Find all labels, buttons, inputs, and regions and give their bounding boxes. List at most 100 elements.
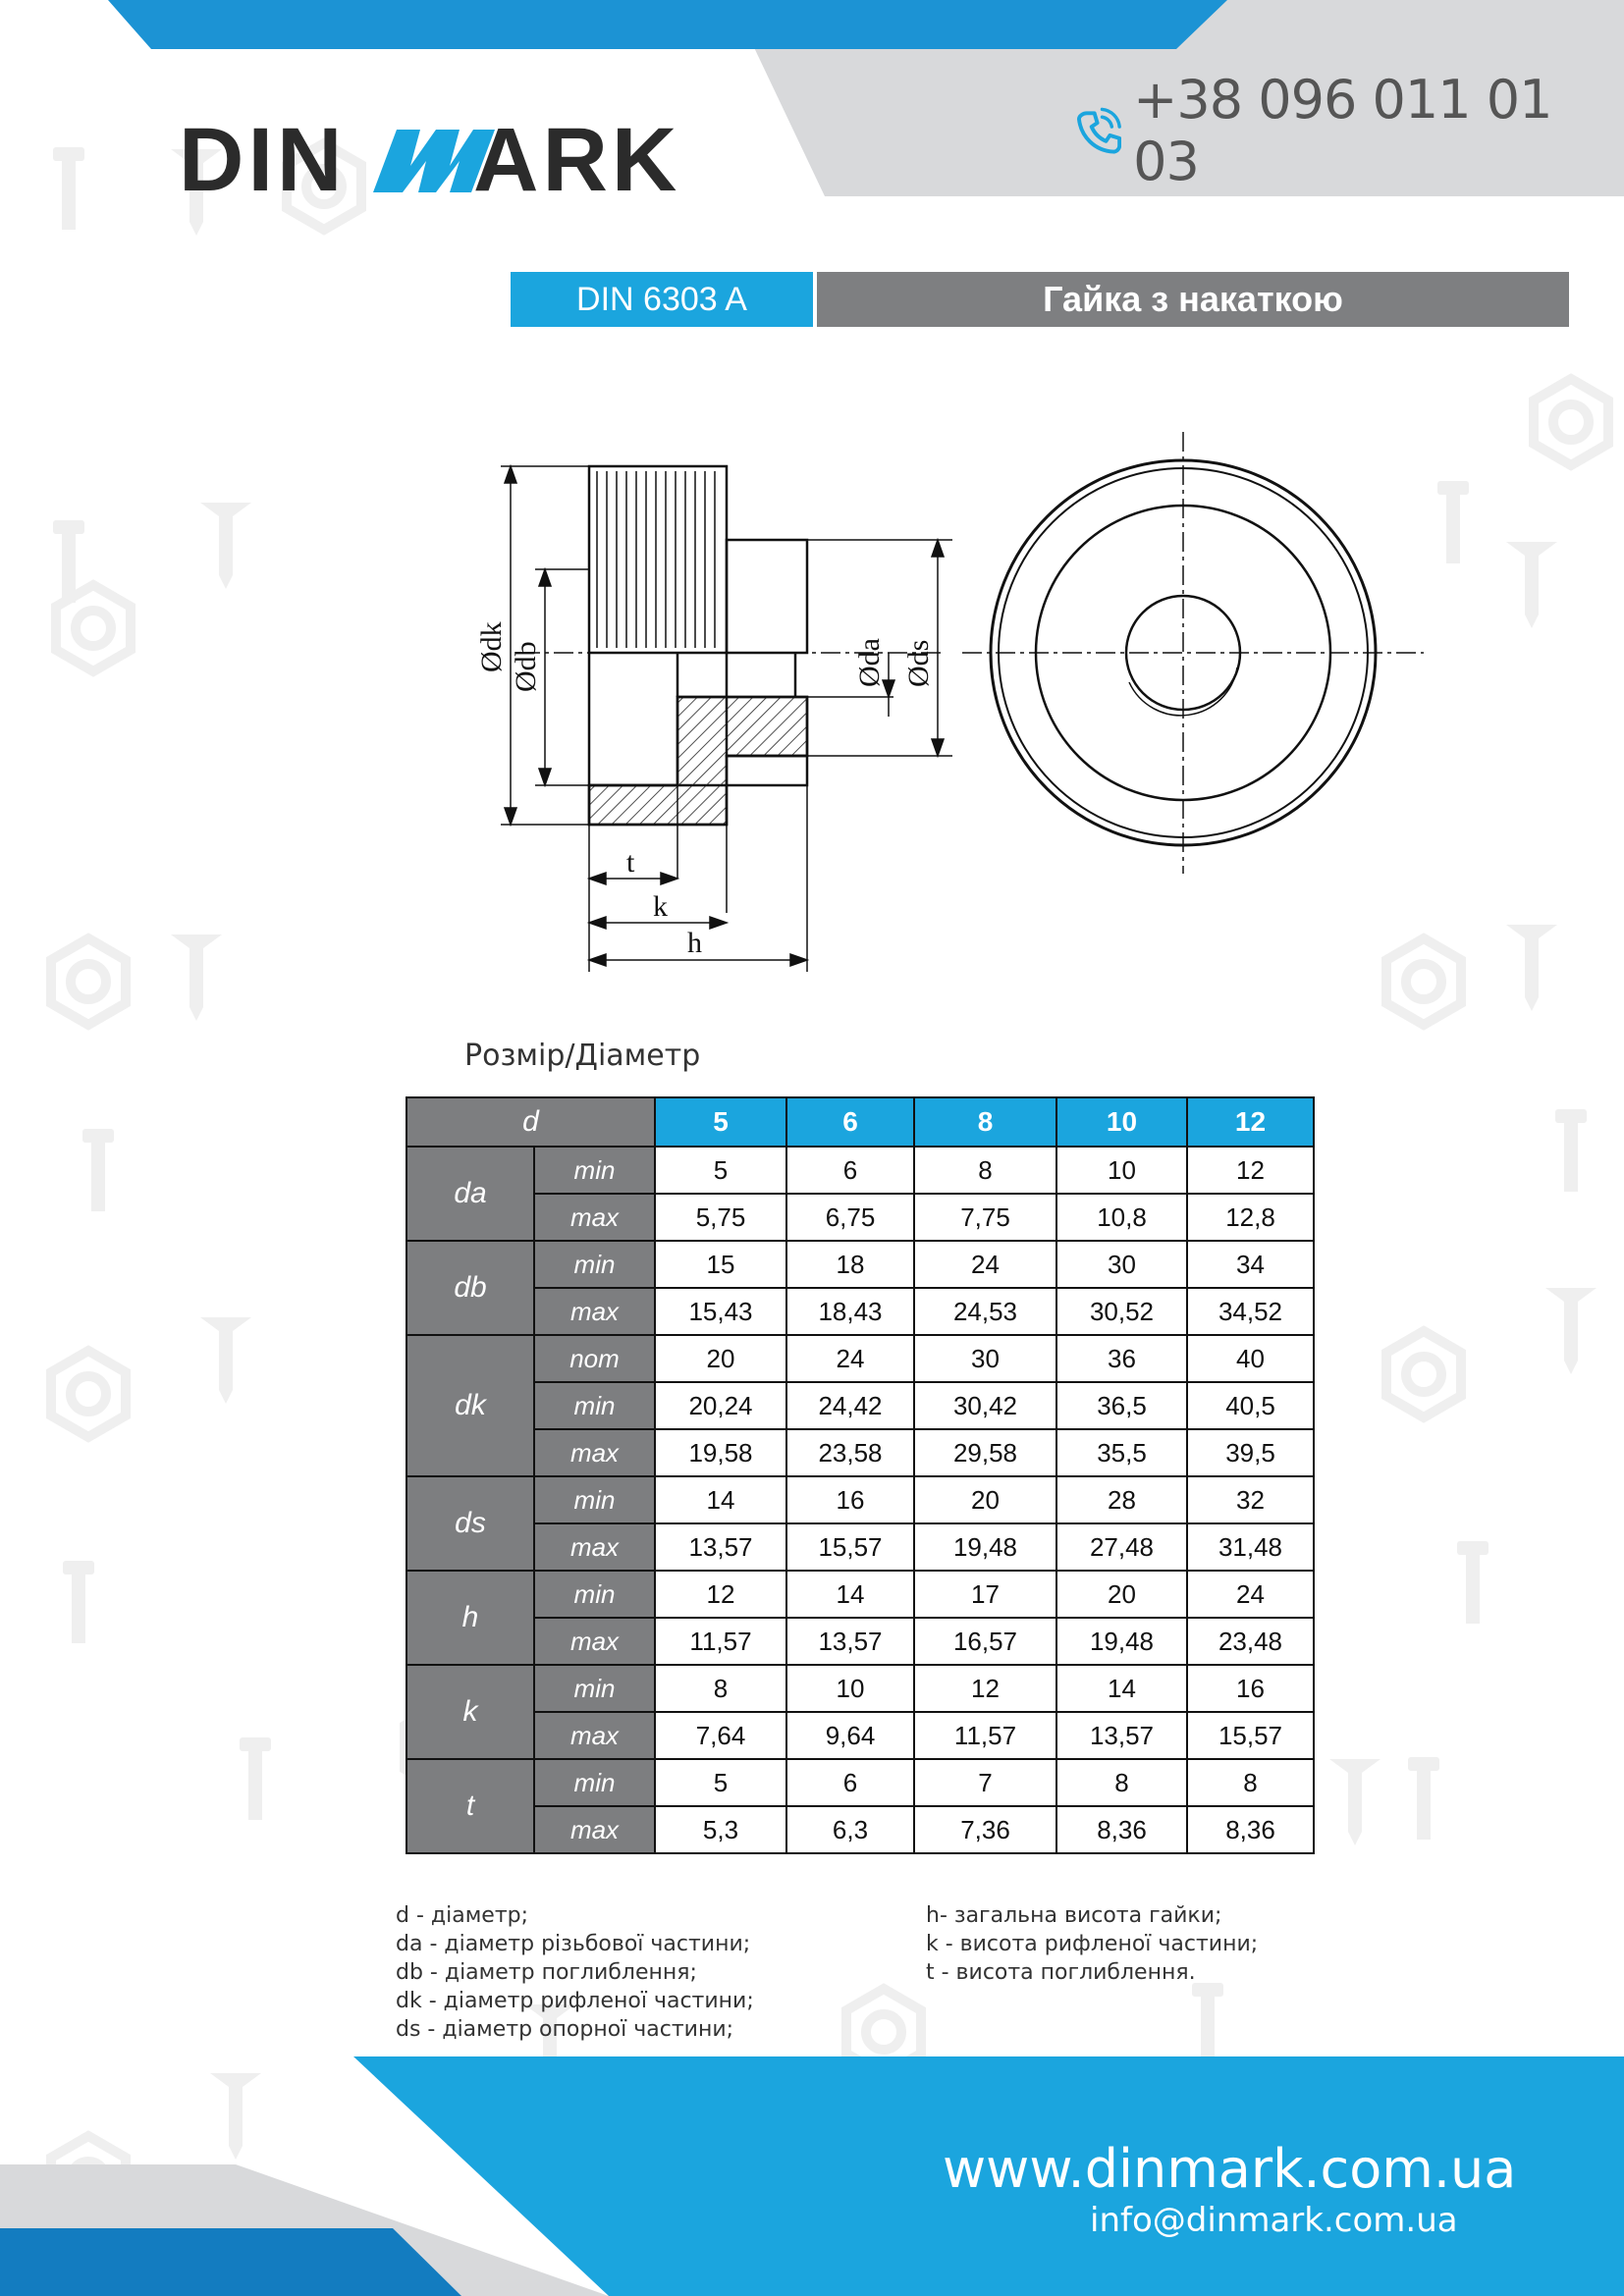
- phone-icon: [1076, 107, 1122, 154]
- d-header: d: [406, 1096, 656, 1148]
- value-cell: 24: [913, 1240, 1057, 1289]
- value-cell: 28: [1056, 1475, 1188, 1524]
- value-cell: 30: [913, 1334, 1057, 1383]
- phone-contact[interactable]: +38 096 011 01 03: [1075, 69, 1624, 192]
- value-cell: 31,48: [1186, 1522, 1315, 1572]
- value-cell: 23,58: [785, 1428, 915, 1477]
- value-cell: 14: [654, 1475, 787, 1524]
- limit-cell: min: [533, 1475, 656, 1524]
- value-cell: 8,36: [1186, 1805, 1315, 1854]
- value-cell: 40: [1186, 1334, 1315, 1383]
- dinmark-logo: DIN ARK: [179, 112, 680, 200]
- legend-item: h- загальна висота гайки;: [926, 1903, 1222, 1928]
- value-cell: 12: [1186, 1146, 1315, 1195]
- value-cell: 10: [1056, 1146, 1188, 1195]
- legend-right: h- загальна висота гайки; k - висота риф…: [926, 1901, 1258, 1987]
- value-cell: 7,36: [913, 1805, 1057, 1854]
- label-k: k: [653, 890, 668, 923]
- value-cell: 19,48: [1056, 1617, 1188, 1666]
- value-cell: 24,53: [913, 1287, 1057, 1336]
- limit-cell: max: [533, 1428, 656, 1477]
- size-header: 12: [1186, 1096, 1315, 1148]
- legend-item: t - висота поглиблення.: [926, 1960, 1196, 1985]
- value-cell: 9,64: [785, 1711, 915, 1760]
- value-cell: 16: [785, 1475, 915, 1524]
- website-link[interactable]: www.dinmark.com.ua: [943, 2138, 1517, 2200]
- value-cell: 8: [1186, 1758, 1315, 1807]
- value-cell: 34,52: [1186, 1287, 1315, 1336]
- value-cell: 34: [1186, 1240, 1315, 1289]
- value-cell: 15,57: [785, 1522, 915, 1572]
- title-bar: DIN 6303 A Гайка з накаткою: [511, 272, 1569, 327]
- value-cell: 8: [654, 1664, 787, 1713]
- value-cell: 15: [654, 1240, 787, 1289]
- value-cell: 5: [654, 1758, 787, 1807]
- value-cell: 36: [1056, 1334, 1188, 1383]
- param-cell: da: [406, 1146, 535, 1242]
- value-cell: 7,75: [913, 1193, 1057, 1242]
- label-h: h: [687, 927, 702, 959]
- value-cell: 5,75: [654, 1193, 787, 1242]
- limit-cell: min: [533, 1146, 656, 1195]
- footer-darkblue-band: [0, 2228, 461, 2296]
- side-view: [587, 464, 809, 827]
- label-t: t: [626, 846, 635, 879]
- value-cell: 20,24: [654, 1381, 787, 1430]
- value-cell: 5,3: [654, 1805, 787, 1854]
- limit-cell: min: [533, 1664, 656, 1713]
- svg-text:ARK: ARK: [473, 112, 680, 200]
- limit-cell: max: [533, 1522, 656, 1572]
- param-cell: t: [406, 1758, 535, 1854]
- value-cell: 13,57: [654, 1522, 787, 1572]
- value-cell: 10,8: [1056, 1193, 1188, 1242]
- value-cell: 23,48: [1186, 1617, 1315, 1666]
- limit-cell: max: [533, 1805, 656, 1854]
- size-header: 6: [785, 1096, 915, 1148]
- limit-cell: max: [533, 1193, 656, 1242]
- value-cell: 6,3: [785, 1805, 915, 1854]
- limit-cell: min: [533, 1570, 656, 1619]
- value-cell: 39,5: [1186, 1428, 1315, 1477]
- value-cell: 7,64: [654, 1711, 787, 1760]
- label-dk: Ødk: [475, 621, 508, 672]
- standard-code: DIN 6303 A: [511, 272, 813, 327]
- value-cell: 16,57: [913, 1617, 1057, 1666]
- value-cell: 12: [913, 1664, 1057, 1713]
- value-cell: 7: [913, 1758, 1057, 1807]
- value-cell: 20: [654, 1334, 787, 1383]
- label-ds: Øds: [902, 640, 935, 687]
- svg-text:DIN: DIN: [179, 112, 346, 200]
- legend-item: da - діаметр різьбової частини;: [396, 1932, 751, 1956]
- value-cell: 12: [654, 1570, 787, 1619]
- value-cell: 10: [785, 1664, 915, 1713]
- value-cell: 6,75: [785, 1193, 915, 1242]
- value-cell: 18: [785, 1240, 915, 1289]
- value-cell: 14: [1056, 1664, 1188, 1713]
- limit-cell: min: [533, 1240, 656, 1289]
- value-cell: 30: [1056, 1240, 1188, 1289]
- value-cell: 19,48: [913, 1522, 1057, 1572]
- email-link[interactable]: info@dinmark.com.ua: [1090, 2201, 1458, 2240]
- size-diameter-label: Розмір/Діаметр: [464, 1039, 701, 1073]
- label-da: Øda: [853, 638, 886, 687]
- value-cell: 32: [1186, 1475, 1315, 1524]
- limit-cell: min: [533, 1758, 656, 1807]
- value-cell: 15,57: [1186, 1711, 1315, 1760]
- legend-item: ds - діаметр опорної частини;: [396, 2017, 734, 2042]
- legend-item: db - діаметр поглиблення;: [396, 1960, 697, 1985]
- param-cell: db: [406, 1240, 535, 1336]
- value-cell: 14: [785, 1570, 915, 1619]
- legend-item: dk - діаметр рифленої частини;: [396, 1989, 754, 2013]
- limit-cell: max: [533, 1287, 656, 1336]
- legend-left: d - діаметр; da - діаметр різьбової част…: [396, 1901, 754, 2044]
- value-cell: 40,5: [1186, 1381, 1315, 1430]
- header-blue-band: [108, 0, 1227, 49]
- size-header: 8: [913, 1096, 1057, 1148]
